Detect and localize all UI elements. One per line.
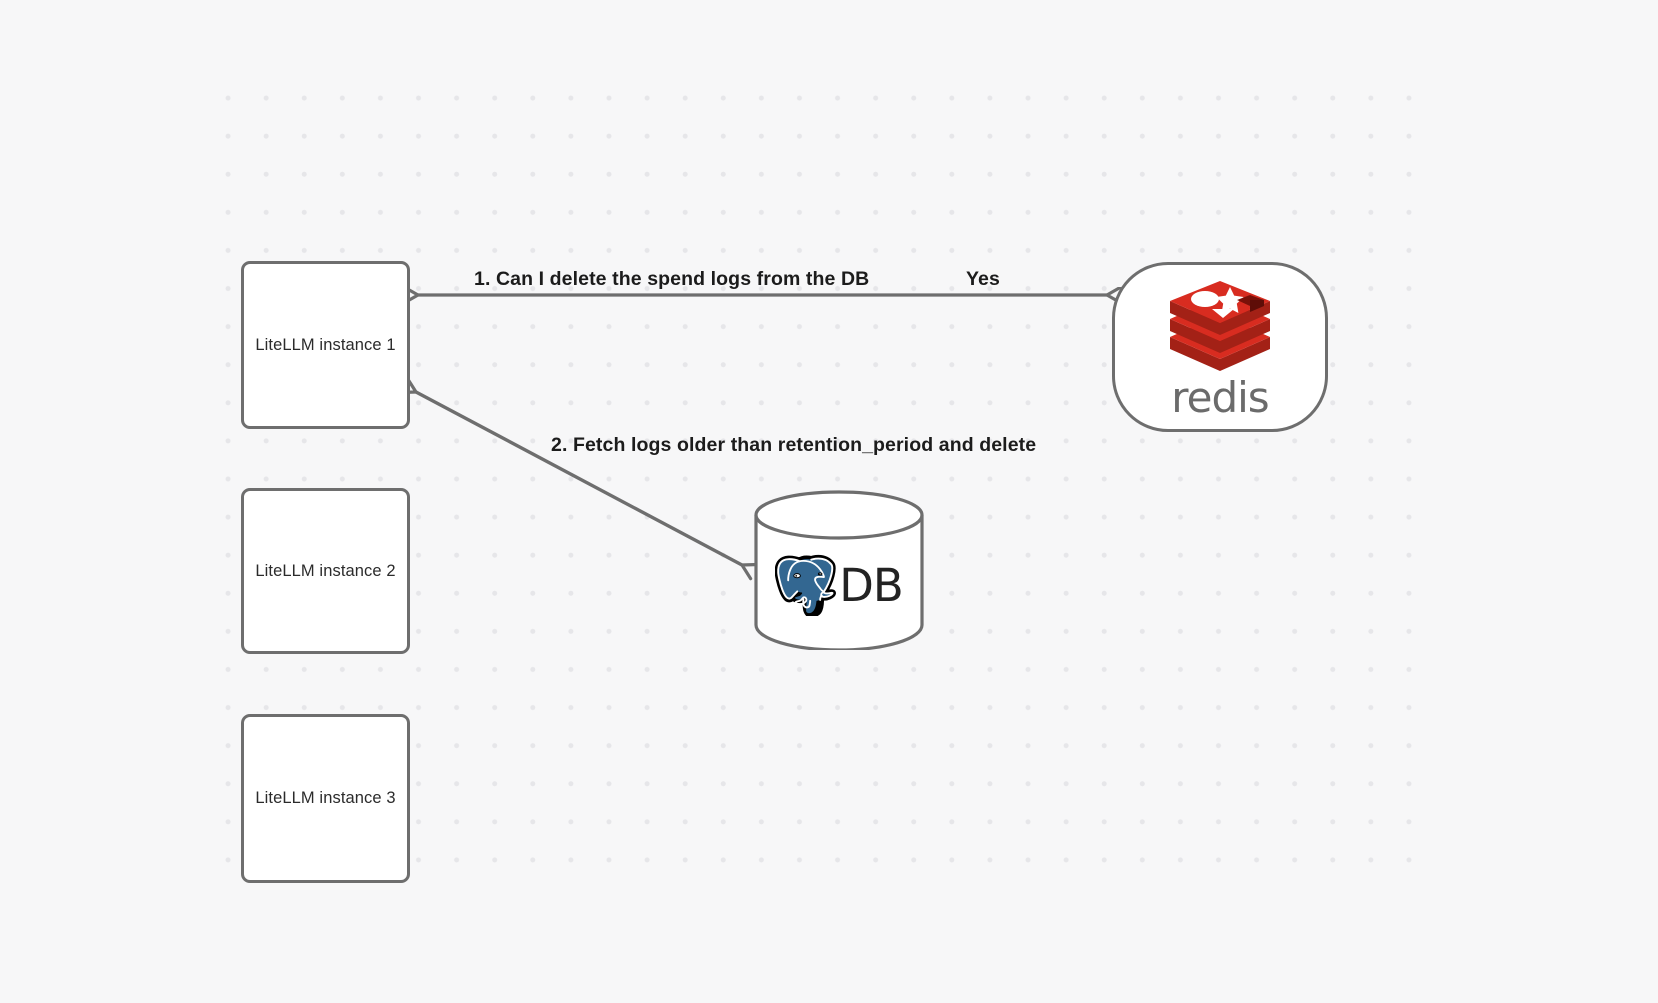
node-litellm-instance-3[interactable]: LiteLLM instance 3 xyxy=(241,714,410,883)
edge-llm1-db xyxy=(416,392,742,565)
node-database[interactable]: DB xyxy=(753,490,925,650)
cylinder-shape-icon xyxy=(754,490,924,650)
redis-wordmark: redis xyxy=(1171,373,1269,422)
edge-label-reply-yes: Yes xyxy=(966,268,1000,290)
database-label-group: DB xyxy=(753,490,925,650)
edge-label-request-1: 1. Can I delete the spend logs from the … xyxy=(474,268,870,290)
redis-logo: redis xyxy=(1164,279,1276,419)
node-label: LiteLLM instance 2 xyxy=(255,561,396,580)
node-litellm-instance-2[interactable]: LiteLLM instance 2 xyxy=(241,488,410,654)
redis-logo-icon xyxy=(1170,281,1270,371)
node-label: LiteLLM instance 1 xyxy=(255,335,396,354)
database-label: DB xyxy=(839,558,904,612)
node-redis[interactable]: redis xyxy=(1112,262,1328,432)
edge-label-request-2: 2. Fetch logs older than retention_perio… xyxy=(551,434,1037,456)
node-litellm-instance-1[interactable]: LiteLLM instance 1 xyxy=(241,261,410,429)
node-label: LiteLLM instance 3 xyxy=(255,789,396,807)
postgresql-elephant-icon xyxy=(775,554,837,616)
